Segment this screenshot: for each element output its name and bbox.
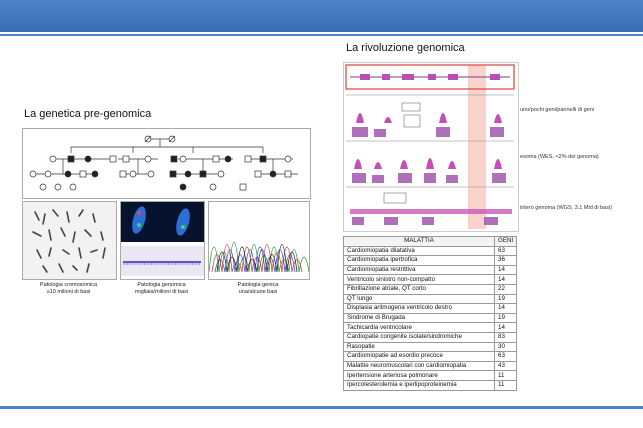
genome-sequencing-figure [343, 62, 519, 232]
caption-chromosomal: Patologia cromosomica ≥10 milioni di bas… [22, 282, 115, 296]
sequencing-trace-image [208, 201, 310, 280]
genes-cell: 11 [493, 370, 518, 381]
header-disease: MALATTIA [343, 236, 495, 247]
genes-cell: 14 [493, 264, 518, 276]
caption-genic-line2: una/alcune basi [238, 289, 278, 295]
table-row: Malattie neuromuscolari con cardiomiopat… [343, 360, 518, 372]
genes-cell: 36 [493, 255, 518, 266]
genes-cell: 14 [493, 322, 518, 333]
header-bar [0, 0, 643, 32]
caption-genic-line1: Patologia genica [237, 282, 279, 288]
table-row: Cardiopatie congenite isolate/sindromich… [343, 331, 518, 343]
genes-cell: 19 [493, 312, 518, 324]
genes-cell: 63 [493, 351, 518, 362]
disease-cell: QT lungo [343, 293, 495, 305]
disease-cell: Rasopatie [343, 341, 495, 353]
label-exome: esoma (WES, <2% del genoma) [520, 154, 599, 160]
disease-cell: Cardiomiopatia dilatativa [343, 245, 495, 257]
fish-image [120, 201, 205, 280]
caption-genomic-line2: migliaia/milioni di basi [134, 289, 189, 295]
left-title: La genetica pre-genomica [24, 108, 152, 120]
label-whole-genome: intero genoma (WGS, 3.1 Mld di basi) [520, 205, 613, 211]
disease-cell: Sindrome di Brugada [343, 312, 495, 324]
disease-cell: Cardiomiopatia restrittiva [343, 264, 495, 276]
caption-genomic: Patologia genomica migliaia/milioni di b… [120, 282, 203, 296]
footer-divider [0, 406, 643, 409]
disease-cell: Malattie neuromuscolari con cardiomiopat… [343, 360, 495, 372]
disease-cell: Fibrillazione atriale, QT corto [343, 283, 495, 295]
label-gene-panels: uno/pochi geni/pannelli di geni [520, 107, 595, 113]
genes-cell: 63 [493, 245, 518, 257]
genes-cell: 43 [493, 360, 518, 372]
caption-genomic-line1: Patologia genomica [137, 282, 186, 288]
table-row: Ipercolesterolemia e iperlipoproteinemia… [343, 379, 518, 391]
caption-chromosomal-line1: Patologia cromosomica [39, 282, 98, 288]
genes-cell: 30 [493, 341, 518, 353]
disease-cell: Cardiopatie congenite isolate/sindromich… [343, 331, 495, 343]
disease-cell: Tachicardia ventricolare [343, 322, 495, 333]
pre-genomic-figure: Patologia cromosomica ≥10 milioni di bas… [22, 128, 311, 295]
disease-cell: Ipercolesterolemia e iperlipoproteinemia [343, 379, 495, 391]
header-genes: GENI [493, 236, 518, 247]
right-title: La rivoluzione genomica [346, 42, 465, 54]
disease-cell: Ipertensione arteriosa polmonare [343, 370, 495, 381]
disease-cell: Displasia aritmogena ventricolo destro [343, 303, 495, 314]
pedigree-chart [22, 128, 311, 199]
genes-cell: 14 [493, 274, 518, 285]
genes-cell: 14 [493, 303, 518, 314]
genes-cell: 83 [493, 331, 518, 343]
table-header-row: MALATTIA GENI [343, 236, 518, 247]
disease-cell: Cardiomiopatia ipertrofica [343, 255, 495, 266]
header-divider [0, 34, 643, 36]
disease-cell: Ventricolo sinistro non-compatto [343, 274, 495, 285]
genes-cell: 22 [493, 283, 518, 295]
genes-cell: 11 [493, 379, 518, 391]
disease-cell: Cardiomiopatie ad esordio precoce [343, 351, 495, 362]
caption-chromosomal-line2: ≥10 milioni di basi [46, 289, 91, 295]
caption-genic: Patologia genica una/alcune basi [208, 282, 308, 296]
genes-cell: 19 [493, 293, 518, 305]
karyotype-image [22, 201, 117, 280]
